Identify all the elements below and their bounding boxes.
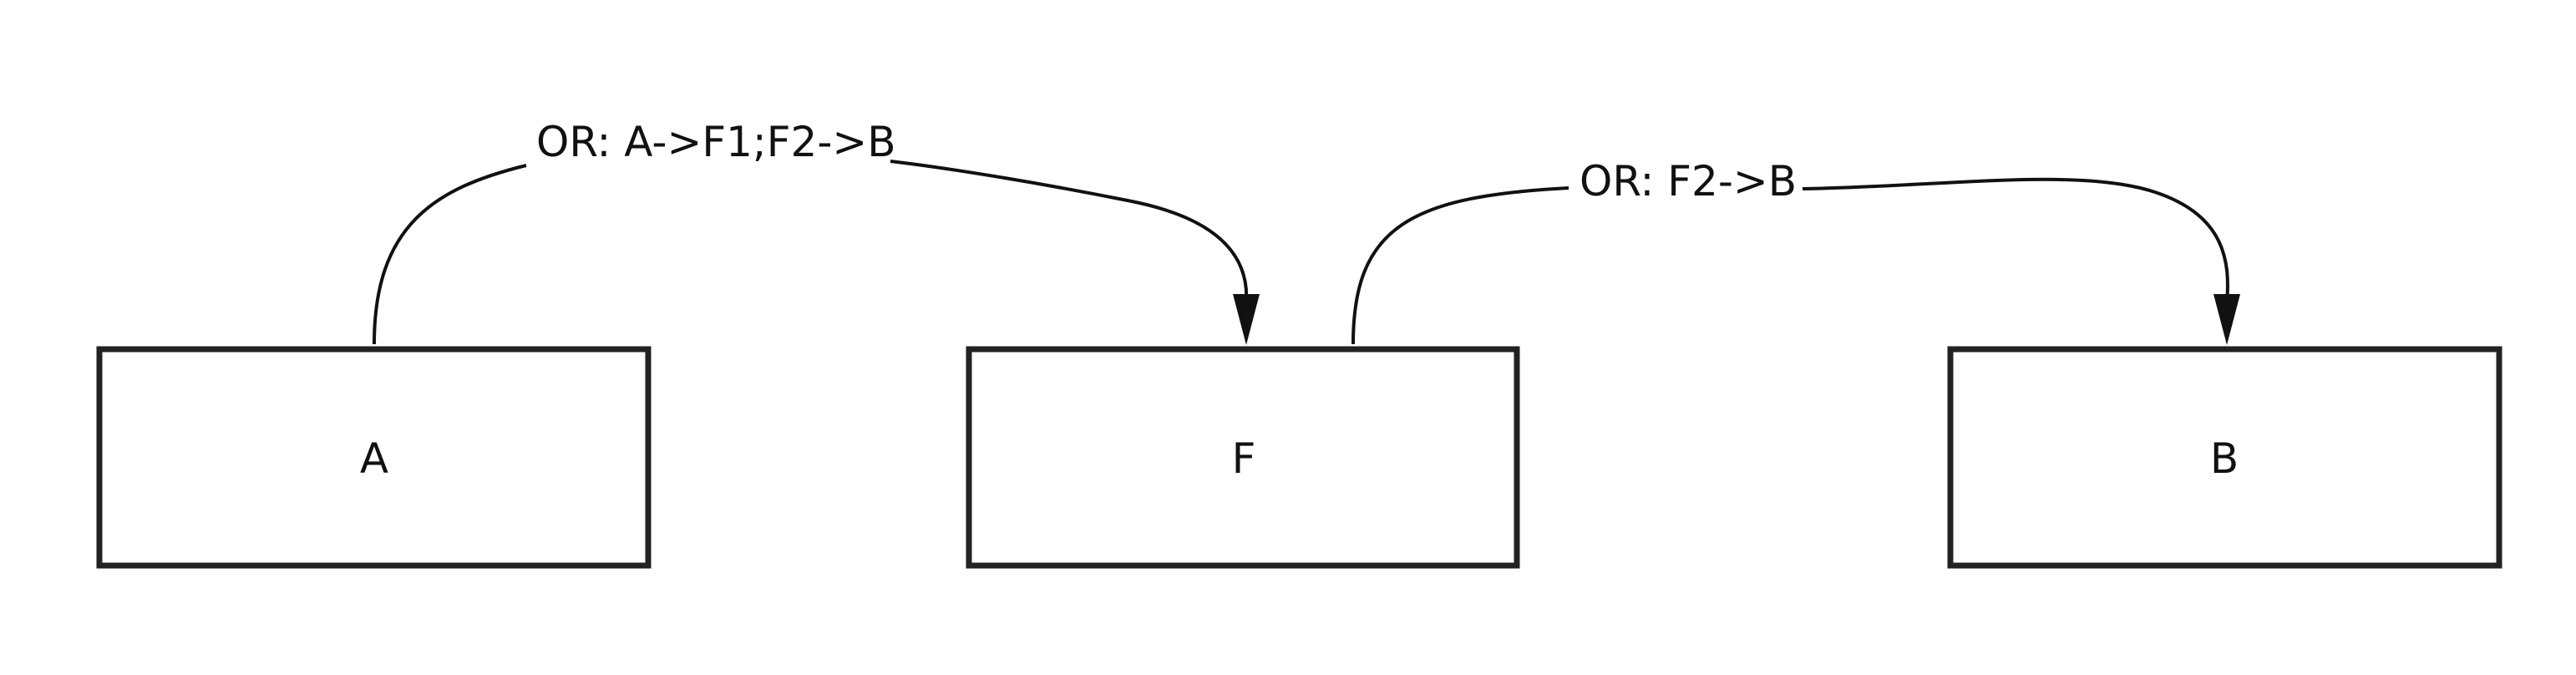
node-b-box <box>1947 346 2502 569</box>
node-a-label: A <box>360 434 388 483</box>
edge-a-to-f: OR: A->F1;F2->B <box>373 118 1260 345</box>
node-a-box <box>96 346 652 569</box>
node-f-box <box>966 346 1520 569</box>
edge-a-to-f-end-curve <box>890 160 1249 303</box>
node-f-label: F <box>1232 434 1256 483</box>
arrowhead-into-b <box>2213 294 2240 345</box>
edge-f-to-b: OR: F2->B <box>1351 157 2240 345</box>
edge-label-f-to-b: OR: F2->B <box>1580 157 1797 206</box>
edge-a-to-f-start-curve <box>373 164 527 345</box>
node-a[interactable]: A <box>96 346 652 569</box>
arrowhead-into-f <box>1233 294 1260 345</box>
node-f[interactable]: F <box>966 346 1520 569</box>
edge-f-to-b-start-curve <box>1351 186 1569 345</box>
edge-label-a-to-f: OR: A->F1;F2->B <box>536 118 896 166</box>
node-b[interactable]: B <box>1947 346 2502 569</box>
node-b-label: B <box>2210 434 2239 483</box>
edge-f-to-b-end-curve <box>1802 177 2229 303</box>
